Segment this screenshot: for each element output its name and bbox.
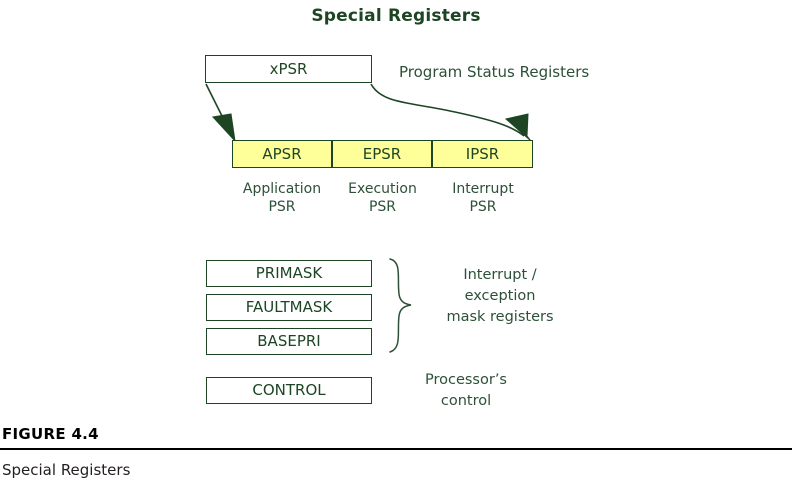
label-ipsr-line1: Interrupt — [452, 181, 514, 197]
label-mask-line2: exception — [464, 288, 536, 305]
figure-number: FIGURE 4.4 — [2, 425, 99, 443]
arrow-xpsr-to-apsr — [205, 83, 236, 143]
label-apsr-description: Application PSR — [226, 180, 338, 216]
label-ipsr-line2: PSR — [469, 199, 497, 216]
label-apsr-line1: Application — [242, 181, 322, 197]
arrow-xpsr-to-ipsr — [370, 83, 532, 142]
register-box-epsr: EPSR — [332, 140, 432, 168]
figure-caption-text: Special Registers — [2, 461, 131, 479]
label-control-description: Processor’s control — [396, 370, 536, 412]
label-control-line2: control — [440, 393, 492, 410]
figure-caption-block: FIGURE 4.4 Special Registers — [0, 425, 792, 479]
page-title: Special Registers — [311, 6, 481, 26]
label-program-status-registers: Program Status Registers — [399, 63, 590, 81]
label-epsr-line1: Execution — [348, 181, 417, 197]
register-box-control: CONTROL — [206, 377, 372, 404]
register-box-apsr: APSR — [232, 140, 332, 168]
curly-brace — [389, 258, 412, 353]
register-box-xpsr: xPSR — [205, 55, 372, 83]
register-box-faultmask: FAULTMASK — [206, 294, 372, 321]
caption-divider — [0, 448, 792, 450]
label-ipsr-description: Interrupt PSR — [432, 180, 534, 216]
label-apsr-line2: PSR — [268, 199, 296, 216]
register-box-ipsr: IPSR — [432, 140, 533, 168]
register-box-basepri: BASEPRI — [206, 328, 372, 355]
label-mask-line3: mask registers — [446, 309, 554, 326]
label-mask-line1: Interrupt / — [463, 267, 537, 283]
label-epsr-description: Execution PSR — [330, 180, 435, 216]
label-mask-registers-description: Interrupt / exception mask registers — [420, 265, 580, 328]
label-epsr-line2: PSR — [368, 199, 397, 216]
label-control-line1: Processor’s — [424, 372, 507, 388]
register-box-primask: PRIMASK — [206, 260, 372, 287]
